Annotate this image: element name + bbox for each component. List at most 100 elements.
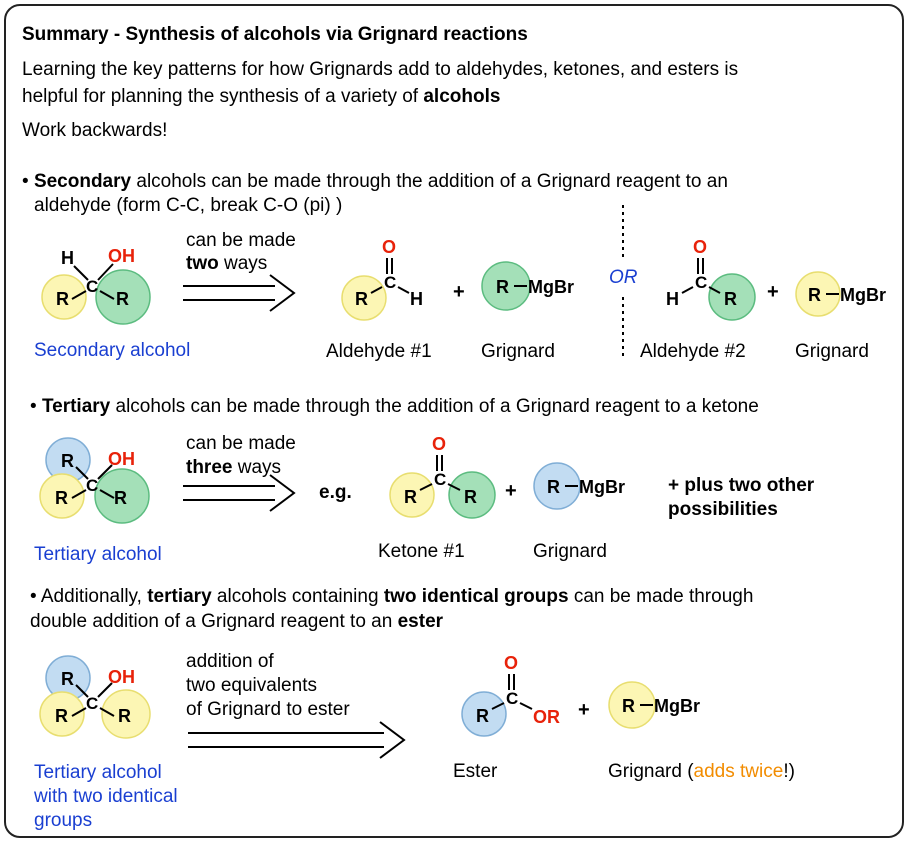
- plus-sign: +: [578, 699, 590, 721]
- bullet: •: [22, 171, 29, 192]
- plus-sign: +: [767, 281, 779, 303]
- atom-r: R: [496, 277, 509, 297]
- ester-heading-mid: alcohols containing: [211, 586, 384, 607]
- r-group-yellow-circle: [39, 691, 85, 737]
- atom-h: H: [666, 289, 679, 309]
- atom-r: R: [61, 451, 74, 471]
- aldehyde-1-label: Aldehyde #1: [326, 341, 432, 362]
- or-label: OR: [609, 267, 638, 288]
- atom-o: O: [382, 237, 396, 257]
- tertiary-identical-alcohol-structure: R OH C R R: [39, 655, 151, 739]
- plus-sign: +: [505, 480, 517, 502]
- ketone-1-structure: O C R R: [389, 434, 496, 519]
- bullet: •: [30, 396, 37, 417]
- tertiary-bold: Tertiary: [41, 396, 111, 417]
- intro-line-2: helpful for planning the synthesis of a …: [22, 86, 500, 108]
- ester-bold: ester: [397, 611, 444, 632]
- intro-line-1: Learning the key patterns for how Grigna…: [22, 59, 739, 80]
- r-group-green-circle: [708, 273, 756, 321]
- ester-alcohol-label-3: groups: [34, 810, 93, 831]
- work-backwards: Work backwards!: [22, 120, 168, 141]
- summary-frame: [4, 4, 904, 838]
- atom-c: C: [384, 273, 396, 292]
- ester-heading-pre: Additionally,: [36, 586, 148, 607]
- intro-line-2-text: helpful for planning the synthesis of a …: [22, 86, 424, 107]
- ester-line-2-text: double addition of a Grignard reagent to…: [30, 611, 398, 632]
- r-group-yellow-circle: [39, 473, 85, 519]
- ketone-1-label: Ketone #1: [378, 541, 465, 562]
- ways-text: ways: [232, 457, 282, 478]
- ways-text: ways: [218, 253, 268, 274]
- aldehyde-1-structure: O C R H: [341, 237, 423, 321]
- tertiary-arrow-label-2: three ways: [186, 457, 281, 479]
- atom-r: R: [622, 696, 635, 716]
- ester-alcohol-label-2: with two identical: [34, 786, 178, 807]
- grignard-3-structure: R MgBr: [533, 462, 625, 510]
- ester-structure: O C R OR: [461, 653, 560, 737]
- grignard-2-structure: R MgBr: [795, 271, 886, 317]
- r-group-yellow-circle: [101, 689, 151, 739]
- intro-alcohols-bold: alcohols: [423, 86, 501, 107]
- atom-r: R: [355, 289, 368, 309]
- secondary-heading: • Secondary alcohols can be made through…: [22, 171, 728, 193]
- atom-r: R: [116, 289, 129, 309]
- atom-h: H: [410, 289, 423, 309]
- atom-oh: OH: [108, 246, 135, 266]
- atom-r: R: [55, 706, 68, 726]
- plus-other-line-2: possibilities: [668, 499, 778, 520]
- page-title: Summary - Synthesis of alcohols via Grig…: [22, 24, 528, 45]
- atom-c: C: [86, 476, 98, 495]
- atom-c: C: [86, 277, 98, 296]
- ester-arrow-label-2: two equivalents: [186, 675, 317, 696]
- retro-arrow-2: [183, 474, 296, 512]
- grignard-3-label: Grignard: [533, 541, 607, 562]
- grignard-4-structure: R MgBr: [608, 681, 700, 729]
- ester-arrow-label-1: addition of: [186, 651, 274, 672]
- atom-o: O: [432, 434, 446, 454]
- atom-r: R: [404, 487, 417, 507]
- atom-c: C: [695, 273, 707, 292]
- atom-r: R: [724, 289, 737, 309]
- atom-c: C: [434, 470, 446, 489]
- plus-sign: +: [453, 281, 465, 303]
- ester-alcohol-label-1: Tertiary alcohol: [34, 762, 162, 783]
- ester-heading-line-2: double addition of a Grignard reagent to…: [30, 611, 443, 633]
- mgbr: MgBr: [528, 277, 574, 297]
- retro-arrow-1: [183, 274, 296, 312]
- r-group-green-circle: [448, 471, 496, 519]
- r-group-yellow-circle: [795, 271, 841, 317]
- secondary-heading-line-2: aldehyde (form C-C, break C-O (pi) ): [34, 195, 343, 216]
- grignard-1-structure: R MgBr: [481, 261, 574, 311]
- atom-r: R: [118, 706, 131, 726]
- tertiary-heading: • Tertiary alcohols can be made through …: [30, 396, 759, 418]
- r-group-yellow-circle: [341, 275, 387, 321]
- secondary-arrow-label-1: can be made: [186, 230, 296, 251]
- atom-c: C: [506, 689, 518, 708]
- ester-arrow-label-3: of Grignard to ester: [186, 699, 350, 720]
- grignard-1-label: Grignard: [481, 341, 555, 362]
- aldehyde-2-label: Aldehyde #2: [640, 341, 746, 362]
- eg-label: e.g.: [319, 482, 352, 503]
- secondary-alcohol-structure: H OH C R R: [41, 246, 151, 325]
- adds-twice: adds twice: [693, 761, 784, 782]
- atom-h: H: [61, 248, 74, 268]
- secondary-bold: Secondary: [33, 171, 132, 192]
- atom-r: R: [476, 706, 489, 726]
- atom-or: OR: [533, 707, 560, 727]
- atom-r: R: [61, 669, 74, 689]
- tertiary-heading-text: alcohols can be made through the additio…: [110, 396, 759, 417]
- ester-label: Ester: [453, 761, 498, 782]
- bullet: •: [30, 586, 37, 607]
- atom-o: O: [504, 653, 518, 673]
- r-group-green-circle: [481, 261, 531, 311]
- secondary-alcohol-label: Secondary alcohol: [34, 340, 191, 361]
- atom-r: R: [56, 289, 69, 309]
- aldehyde-2-structure: O C H R: [666, 237, 756, 321]
- r-group-yellow-circle: [389, 472, 435, 518]
- two-bold: two: [186, 253, 219, 274]
- secondary-arrow-label-2: two ways: [186, 253, 267, 275]
- secondary-heading-text: alcohols can be made through the additio…: [131, 171, 728, 192]
- tertiary-alcohol-label: Tertiary alcohol: [34, 544, 162, 565]
- ester-tertiary-bold: tertiary: [147, 586, 212, 607]
